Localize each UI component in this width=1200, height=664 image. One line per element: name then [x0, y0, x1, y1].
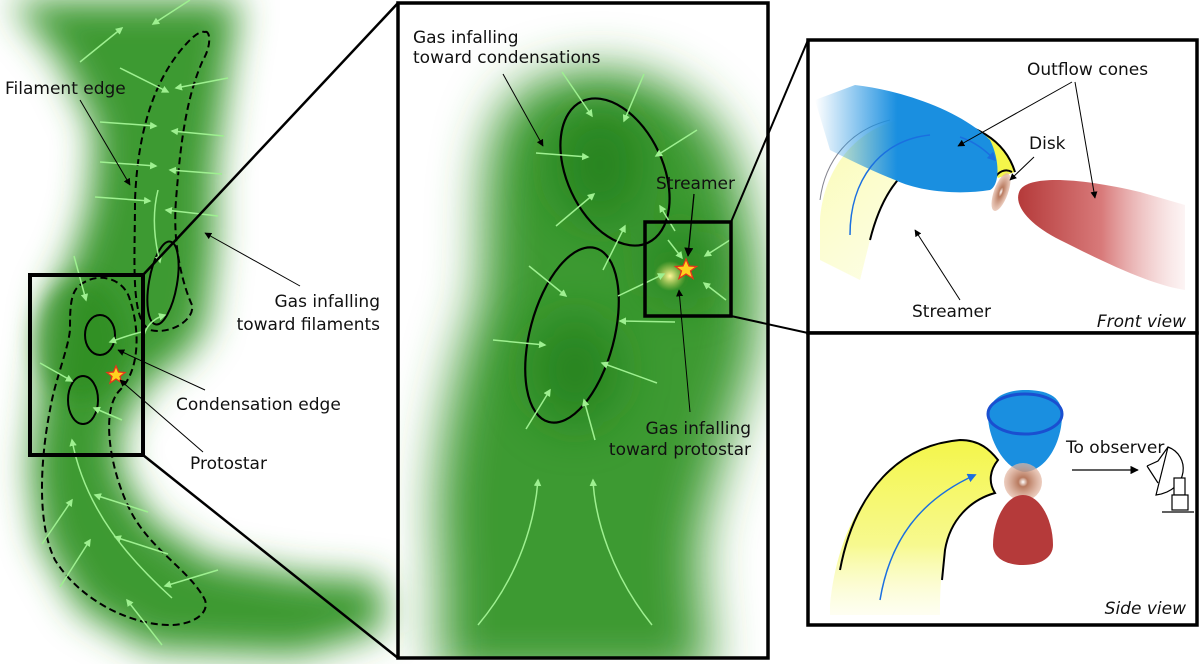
label-gas-to-protostar-2: toward protostar	[609, 440, 751, 460]
zoom-box-middle	[643, 220, 733, 318]
disk-side	[1004, 463, 1042, 501]
filament-edge-outline	[133, 30, 211, 332]
middle-panel-condensations: Gas infalling toward condensations Strea…	[396, 1, 809, 660]
disk-front	[991, 173, 1011, 211]
condensation-edge-2	[67, 375, 99, 425]
streamer-side	[830, 440, 998, 615]
condensation-edge-1	[84, 314, 116, 356]
side-view-panel: To observer Side view	[806, 331, 1199, 627]
zoom-box-left	[28, 273, 145, 457]
label-side-view: Side view	[1105, 599, 1186, 619]
outflow-cone-red-side	[993, 495, 1053, 565]
outflow-cone-blue	[815, 85, 998, 193]
label-gas-to-filaments-1: Gas infalling	[275, 292, 381, 312]
label-outflow-cones: Outflow cones	[1027, 60, 1148, 80]
label-protostar: Protostar	[190, 454, 267, 474]
front-view-panel: Outflow cones Disk Streamer Front view	[806, 38, 1199, 335]
label-streamer-middle: Streamer	[656, 174, 735, 194]
infall-arrows-left	[39, 0, 229, 646]
condensation-edge-upper-filament	[146, 240, 180, 326]
label-streamer-front: Streamer	[912, 302, 991, 322]
outflow-cone-red	[1018, 180, 1185, 290]
left-panel-filament: Filament edge Gas infalling toward filam…	[5, 0, 399, 659]
filament-gas-cloud	[10, 0, 385, 655]
label-front-view: Front view	[1097, 312, 1186, 332]
infall-arrows-middle	[477, 71, 731, 626]
label-gas-to-condensations-2: toward condensations	[413, 48, 601, 68]
label-to-observer: To observer	[1065, 438, 1164, 458]
label-disk: Disk	[1029, 134, 1066, 154]
label-filament-edge: Filament edge	[5, 79, 126, 99]
star-icon	[105, 364, 127, 385]
label-gas-to-protostar-1: Gas infalling	[646, 419, 752, 439]
radio-telescope-icon	[1146, 446, 1194, 513]
condensation-ellipse-lower	[524, 246, 620, 424]
label-gas-to-condensations-1: Gas infalling	[413, 28, 519, 48]
star-icon-middle	[673, 257, 699, 281]
middle-panel-frame	[396, 1, 770, 660]
filament-edge-lower	[41, 276, 207, 627]
label-condensation-edge: Condensation edge	[176, 395, 341, 415]
label-gas-to-filaments-2: toward filaments	[237, 315, 381, 335]
